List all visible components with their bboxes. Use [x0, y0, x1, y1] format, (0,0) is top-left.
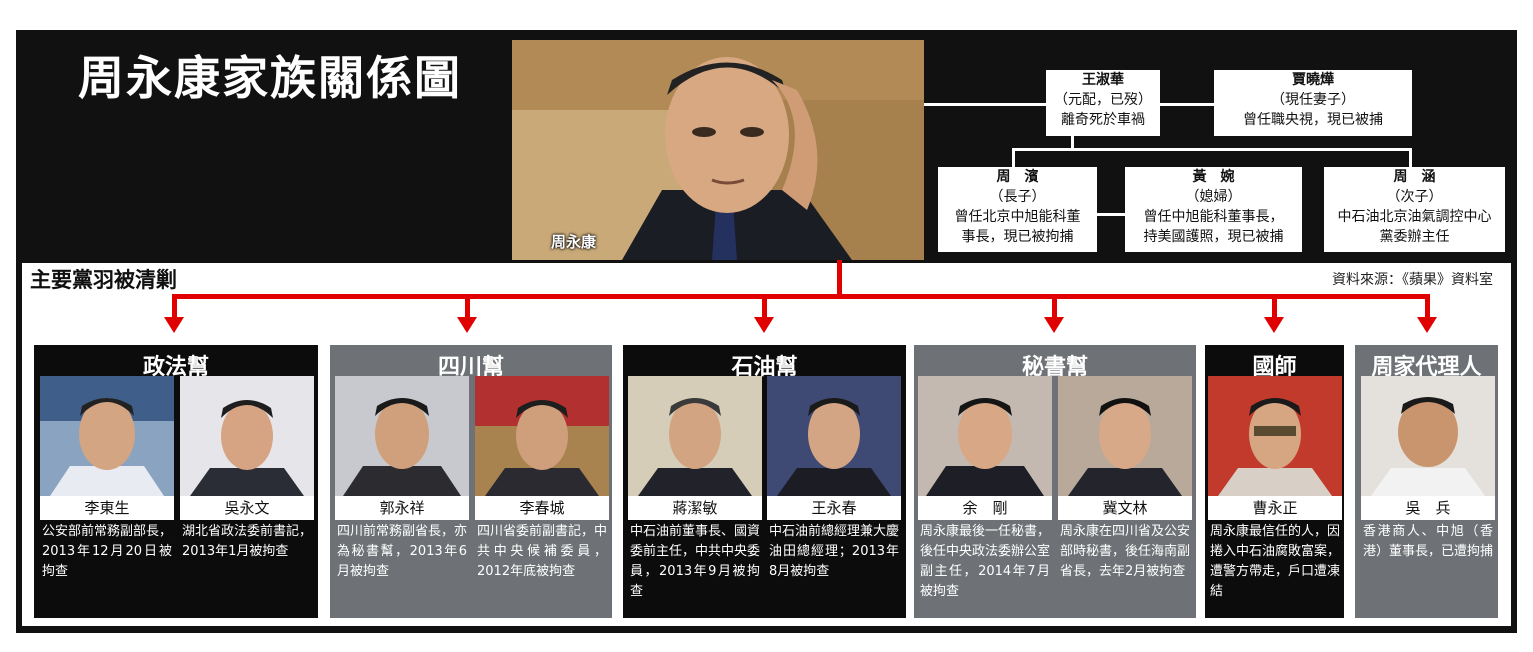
- red-drop-line: [465, 294, 470, 318]
- group-title: 國師: [1252, 354, 1297, 380]
- person-card-li-chuncheng: 李春城 四川省委前副書記，中共中央候補委員，2012年底被拘查: [475, 376, 609, 582]
- family-relation: （長子）: [989, 189, 1046, 205]
- portrait-photo: [335, 376, 469, 496]
- person-description: 周永康在四川省及公安部時秘書，後任海南副省長，去年2月被拘查: [1060, 524, 1191, 579]
- family-connector: [1160, 103, 1214, 106]
- family-relation: （現任妻子）: [1271, 92, 1355, 108]
- portrait-photo: [180, 376, 314, 496]
- person-name: 李東生: [40, 496, 174, 520]
- family-box-jia-xiaoye: 賈曉燁 （現任妻子） 曾任職央視，現已被捕: [1214, 70, 1412, 136]
- person-card-ji-wenlin: 冀文林 周永康在四川省及公安部時秘書，後任海南副省長，去年2月被拘查: [1058, 376, 1192, 582]
- person-card-wang-yongchun: 王永春 中石油前總經理兼大慶油田總經理；2013年8月被拘查: [767, 376, 901, 582]
- family-note: 離奇死於車禍: [1061, 112, 1145, 128]
- person-card-li-dongsheng: 李東生 公安部前常務副部長，2013年12月20日被拘查: [40, 376, 174, 582]
- person-card-jiang-jiemin: 蔣潔敏 中石油前董事長、國資委前主任，中共中央委員，2013年9月被拘查: [628, 376, 762, 602]
- person-description: 中石油前總經理兼大慶油田總經理；2013年8月被拘查: [769, 524, 900, 579]
- family-note: 中石油北京油氣調控中心: [1337, 209, 1492, 225]
- portrait-photo: [475, 376, 609, 496]
- family-name: 黃 婉: [1192, 169, 1235, 185]
- person-description: 周永康最後一任秘書，後任中央政法委辦公室副主任，2014年7月被拘查: [920, 524, 1051, 599]
- portrait-photo: [918, 376, 1052, 496]
- person-name: 王永春: [767, 496, 901, 520]
- red-drop-line: [762, 294, 767, 318]
- associates-subtitle: 主要黨羽被清剿: [30, 267, 177, 292]
- person-name: 余 剛: [918, 496, 1052, 520]
- person-description: 公安部前常務副部長，2013年12月20日被拘查: [42, 524, 173, 579]
- portrait-photo: [628, 376, 762, 496]
- zhou-yongkang-label: 周永康: [551, 233, 597, 251]
- portrait-photo: [1361, 376, 1495, 496]
- family-relation: （媳婦）: [1185, 189, 1242, 205]
- family-connector: [1409, 148, 1412, 168]
- red-arrow-icon: [457, 317, 477, 333]
- portrait-photo: [40, 376, 174, 496]
- group-title: 周家代理人: [1371, 354, 1482, 380]
- family-note: 黨委辦主任: [1379, 229, 1450, 245]
- person-name: 蔣潔敏: [628, 496, 762, 520]
- portrait-photo: [767, 376, 901, 496]
- person-card-guo-yongxiang: 郭永祥 四川前常務副省長，亦為秘書幫，2013年6月被拘查: [335, 376, 469, 582]
- person-card-wu-bing: 吳 兵 香港商人、中旭（香港）董事長，已遭拘捕: [1361, 376, 1495, 562]
- person-card-wu-yongwen: 吳永文 湖北省政法委前書記，2013年1月被拘查: [180, 376, 314, 562]
- person-name: 曹永正: [1208, 496, 1342, 520]
- person-description: 香港商人、中旭（香港）董事長，已遭拘捕: [1363, 524, 1494, 559]
- person-name: 吳 兵: [1361, 496, 1495, 520]
- family-relation: （元配，已歿）: [1054, 92, 1152, 108]
- person-description: 中石油前董事長、國資委前主任，中共中央委員，2013年9月被拘查: [630, 524, 761, 599]
- person-description: 周永康最信任的人，因捲入中石油腐敗富案，遭警方帶走，戶口遭凍結: [1210, 524, 1341, 599]
- family-note: 曾任北京中旭能科董: [954, 209, 1081, 225]
- red-arrow-icon: [164, 317, 184, 333]
- person-card-cao-yongzheng: 曹永正 周永康最信任的人，因捲入中石油腐敗富案，遭警方帶走，戶口遭凍結: [1208, 376, 1342, 602]
- family-box-zhou-han: 周 涵 （次子） 中石油北京油氣調控中心 黨委辦主任: [1324, 167, 1505, 252]
- red-bus-line: [172, 294, 1430, 299]
- family-relation: （次子）: [1386, 189, 1443, 205]
- family-connector: [1012, 148, 1015, 168]
- red-drop-line: [1272, 294, 1277, 318]
- red-arrow-icon: [1044, 317, 1064, 333]
- red-arrow-icon: [1264, 317, 1284, 333]
- red-arrow-icon: [1417, 317, 1437, 333]
- person-name: 李春城: [475, 496, 609, 520]
- person-card-yu-gang: 余 剛 周永康最後一任秘書，後任中央政法委辦公室副主任，2014年7月被拘查: [918, 376, 1052, 602]
- red-trunk-line: [837, 260, 842, 296]
- family-connector: [1012, 148, 1412, 151]
- group-title: 政法幫: [142, 354, 209, 380]
- red-drop-line: [1425, 294, 1430, 318]
- person-name: 吳永文: [180, 496, 314, 520]
- person-name: 郭永祥: [335, 496, 469, 520]
- zhou-yongkang-photo: [512, 40, 924, 260]
- red-drop-line: [1052, 294, 1057, 318]
- family-name: 周 濱: [996, 169, 1039, 185]
- person-name: 冀文林: [1058, 496, 1192, 520]
- group-title: 四川幫: [437, 354, 504, 380]
- person-description: 四川省委前副書記，中共中央候補委員，2012年底被拘查: [477, 524, 608, 579]
- red-drop-line: [172, 294, 177, 318]
- family-box-wang-shuhua: 王淑華 （元配，已歿） 離奇死於車禍: [1046, 70, 1160, 136]
- group-title: 秘書幫: [1021, 354, 1088, 380]
- family-note: 事長，現已被拘捕: [961, 229, 1074, 245]
- family-box-huang-wan: 黃 婉 （媳婦） 曾任中旭能科董事長， 持美國護照，現已被捕: [1125, 167, 1302, 252]
- family-note: 曾任中旭能科董事長，: [1143, 209, 1284, 225]
- family-note: 持美國護照，現已被捕: [1143, 229, 1284, 245]
- source-credit: 資料來源：《蘋果》資料室: [1332, 272, 1493, 288]
- person-description: 湖北省政法委前書記，2013年1月被拘查: [182, 524, 313, 559]
- family-name: 賈曉燁: [1292, 72, 1334, 88]
- portrait-photo: [1208, 376, 1342, 496]
- person-description: 四川前常務副省長，亦為秘書幫，2013年6月被拘查: [337, 524, 468, 579]
- family-name: 王淑華: [1082, 72, 1124, 88]
- family-note: 曾任職央視，現已被捕: [1243, 112, 1383, 128]
- portrait-photo: [1058, 376, 1192, 496]
- family-connector: [1097, 213, 1125, 216]
- family-connector: [924, 103, 1046, 106]
- red-arrow-icon: [754, 317, 774, 333]
- family-connector: [1071, 136, 1074, 150]
- diagram-title: 周永康家族關係圖: [78, 51, 462, 105]
- family-box-zhou-bin: 周 濱 （長子） 曾任北京中旭能科董 事長，現已被拘捕: [938, 167, 1097, 252]
- family-name: 周 涵: [1393, 169, 1436, 185]
- group-title: 石油幫: [731, 354, 798, 380]
